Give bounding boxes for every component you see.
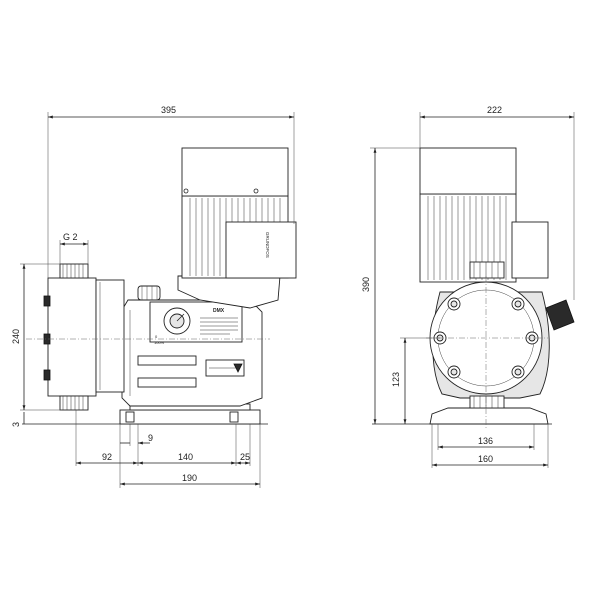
dim-thread: G 2: [63, 232, 78, 242]
dim-offset-3: 3: [11, 422, 21, 427]
dim-overall-width: 222: [487, 105, 502, 115]
dim-overall-height: 390: [361, 277, 371, 292]
front-terminal-box: [511, 221, 549, 279]
dimension-lines: 395 G 2 240 3 9 92 140 25: [11, 105, 575, 488]
pump-model-label: DMX: [213, 308, 225, 314]
dim-136: 136: [478, 436, 493, 446]
dim-25: 25: [240, 452, 250, 462]
dim-9: 9: [148, 433, 153, 443]
front-view: [372, 147, 575, 430]
side-base-plate: [119, 409, 261, 425]
suction-connection: [59, 395, 89, 411]
dim-160: 160: [478, 454, 493, 464]
scale-min-label: 0: [155, 334, 158, 339]
dim-92: 92: [102, 452, 112, 462]
side-view: 0 100% DMX: [22, 147, 297, 425]
pump-housing: [95, 279, 125, 393]
front-fan-cover: [419, 147, 517, 195]
dim-height-240: 240: [11, 329, 21, 344]
pump-head: [47, 277, 97, 397]
scale-max-label: 100%: [154, 340, 165, 345]
motor-brand-label: GRUNDFOS: [265, 232, 270, 258]
terminal-box: [225, 221, 297, 279]
dim-140: 140: [178, 452, 193, 462]
dim-overall-length: 395: [161, 105, 176, 115]
dim-190: 190: [182, 473, 197, 483]
fan-cover: [181, 147, 289, 197]
front-adjustment-knob: [545, 299, 575, 331]
discharge-connection: [59, 263, 89, 279]
front-base-plate: [429, 407, 549, 425]
filler-cap: [137, 285, 161, 301]
dim-height-123: 123: [391, 372, 401, 387]
